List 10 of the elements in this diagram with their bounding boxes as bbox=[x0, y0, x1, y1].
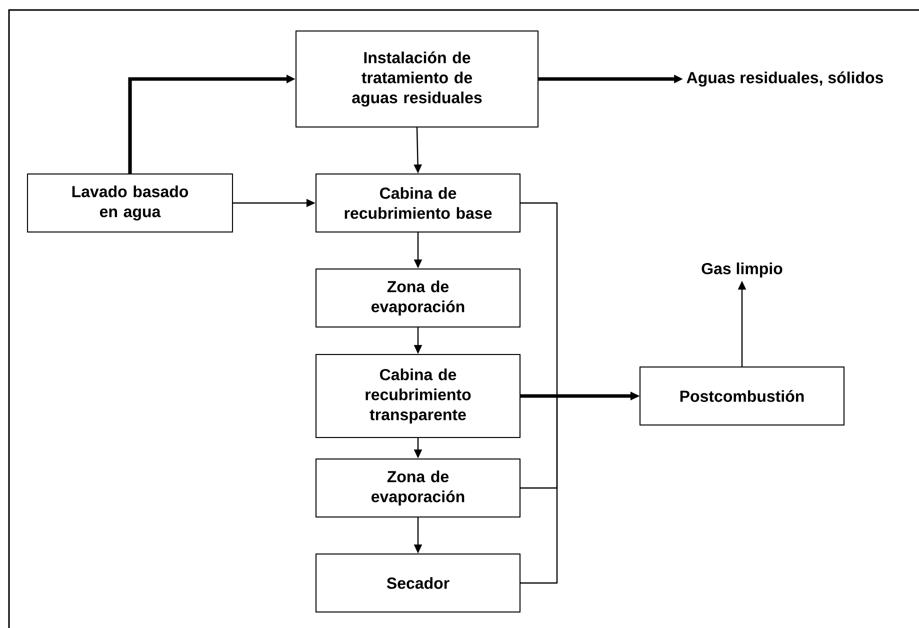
process-box: Cabina de recubrimiento transparente bbox=[316, 354, 520, 438]
output-label: Gas limpio bbox=[702, 262, 782, 278]
process-box: Zona de evaporación bbox=[316, 458, 520, 518]
process-box: Instalación de tratamiento de aguas residuales bbox=[296, 30, 538, 128]
process-box: Zona de evaporación bbox=[316, 268, 520, 328]
process-box: Secador bbox=[316, 554, 520, 612]
process-box: Postcombustión bbox=[640, 366, 844, 426]
process-box: Cabina de recubrimiento base bbox=[316, 174, 520, 232]
process-box: Lavado basado en agua bbox=[27, 174, 233, 232]
output-label: Aguas residuales, sólidos bbox=[686, 71, 884, 87]
